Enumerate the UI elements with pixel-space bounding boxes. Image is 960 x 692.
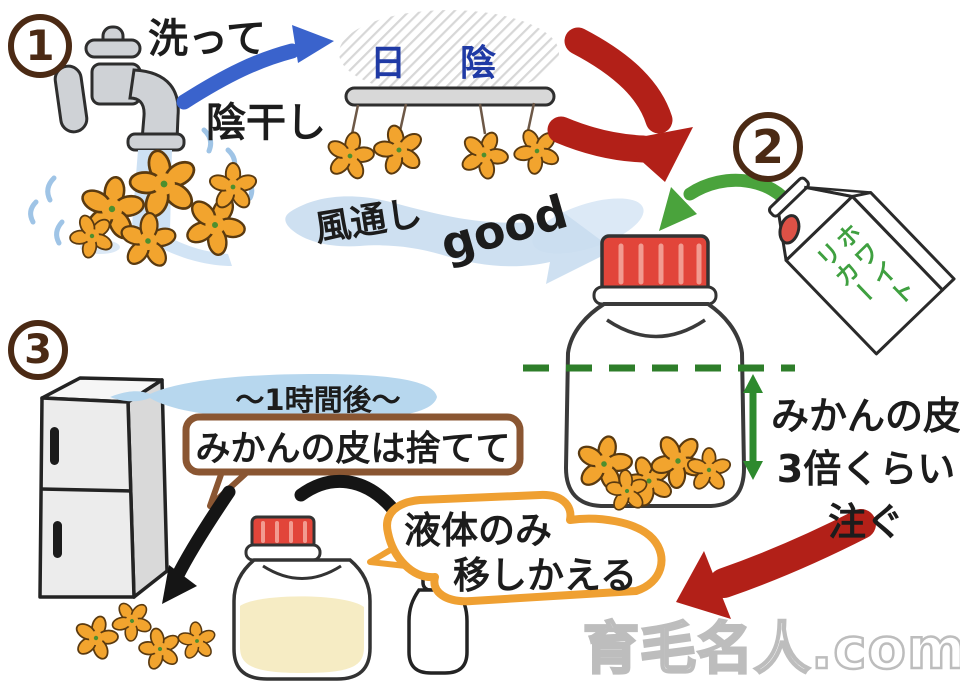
after-one-hour-label: ～1時間後～ — [235, 383, 401, 417]
faucet-icon — [53, 25, 186, 152]
pour-note: みかんの皮 3倍くらい 注ぐ — [768, 390, 960, 549]
shade-dry-label: 陰干し — [206, 100, 326, 146]
wash-arrow-icon — [176, 25, 334, 110]
drying-rod-icon — [319, 86, 570, 188]
pour-note-line3: 注ぐ — [827, 500, 904, 544]
refrigerator-icon — [38, 376, 169, 599]
step-1-number: 1 — [8, 14, 72, 78]
discard-peel-label: みかんの皮は捨てて — [195, 429, 511, 470]
liquor-carton-icon — [768, 176, 956, 356]
steeping-jar-icon — [563, 234, 747, 521]
discard-arrow-icon — [162, 485, 236, 604]
transfer-bubble — [367, 490, 666, 606]
shade-sign-label: 日陰 — [370, 43, 551, 84]
watermark: 育毛名人.com — [582, 616, 960, 684]
liquid — [240, 596, 364, 673]
shade-sign-ellipse — [339, 10, 559, 96]
airflow-arrow-icon — [285, 196, 614, 284]
discarded-flowers — [67, 592, 220, 680]
step-3-number: 3 — [8, 320, 68, 380]
transfer-label-line2: 移しかえる — [453, 554, 637, 597]
red-arrow-step2-icon — [547, 27, 693, 182]
step-2-number: 2 — [733, 112, 803, 182]
transfer-label-line1: 液体のみ — [404, 509, 552, 552]
wash-label: 洗って — [148, 16, 266, 62]
pour-note-line2: 3倍くらい — [776, 447, 956, 491]
pour-note-line1: みかんの皮 — [770, 394, 960, 438]
storage-jar-icon — [232, 515, 372, 681]
fill-height-arrow-icon — [743, 374, 763, 480]
time-banner — [110, 374, 437, 420]
red-arrow-step3-icon — [676, 509, 876, 619]
